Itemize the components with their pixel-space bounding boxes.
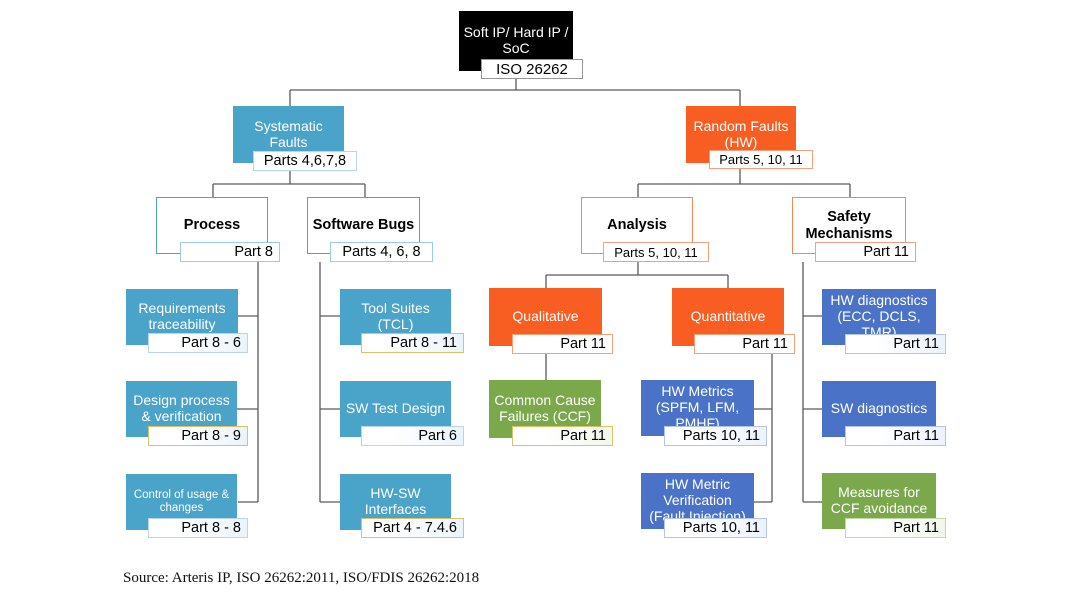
safety-mechanisms-title: Safety Mechanisms [792,197,906,254]
hw-metrics-label: Parts 10, 11 [664,426,767,446]
safety-mechanisms-label: Part 11 [815,242,916,262]
qualitative-label: Part 11 [512,334,613,354]
tool-suites-label: Part 8 - 11 [361,333,464,353]
control-of-usage-label: Part 8 - 8 [148,518,248,538]
hw-sw-interfaces-label: Part 4 - 7.4.6 [361,518,464,538]
sw-diagnostics-label: Part 11 [845,426,946,446]
common-cause-failures-label: Part 11 [512,426,613,446]
analysis-label: Parts 5, 10, 11 [603,242,709,262]
root-label: ISO 26262 [481,59,583,79]
quantitative-label: Part 11 [694,334,795,354]
requirements-traceability-label: Part 8 - 6 [148,333,248,353]
hw-metric-verification-label: Parts 10, 11 [664,518,767,538]
hw-diagnostics-label: Part 11 [845,334,946,354]
ccf-avoidance-label: Part 11 [845,518,946,538]
software-bugs-label: Parts 4, 6, 8 [330,242,433,262]
sw-test-design-label: Part 6 [361,426,464,446]
systematic-faults-label: Parts 4,6,7,8 [253,151,357,171]
process-label: Part 8 [180,242,280,262]
random-faults-label: Parts 5, 10, 11 [709,150,813,169]
source-caption: Source: Arteris IP, ISO 26262:2011, ISO/… [123,570,480,586]
design-process-label: Part 8 - 9 [148,426,248,446]
